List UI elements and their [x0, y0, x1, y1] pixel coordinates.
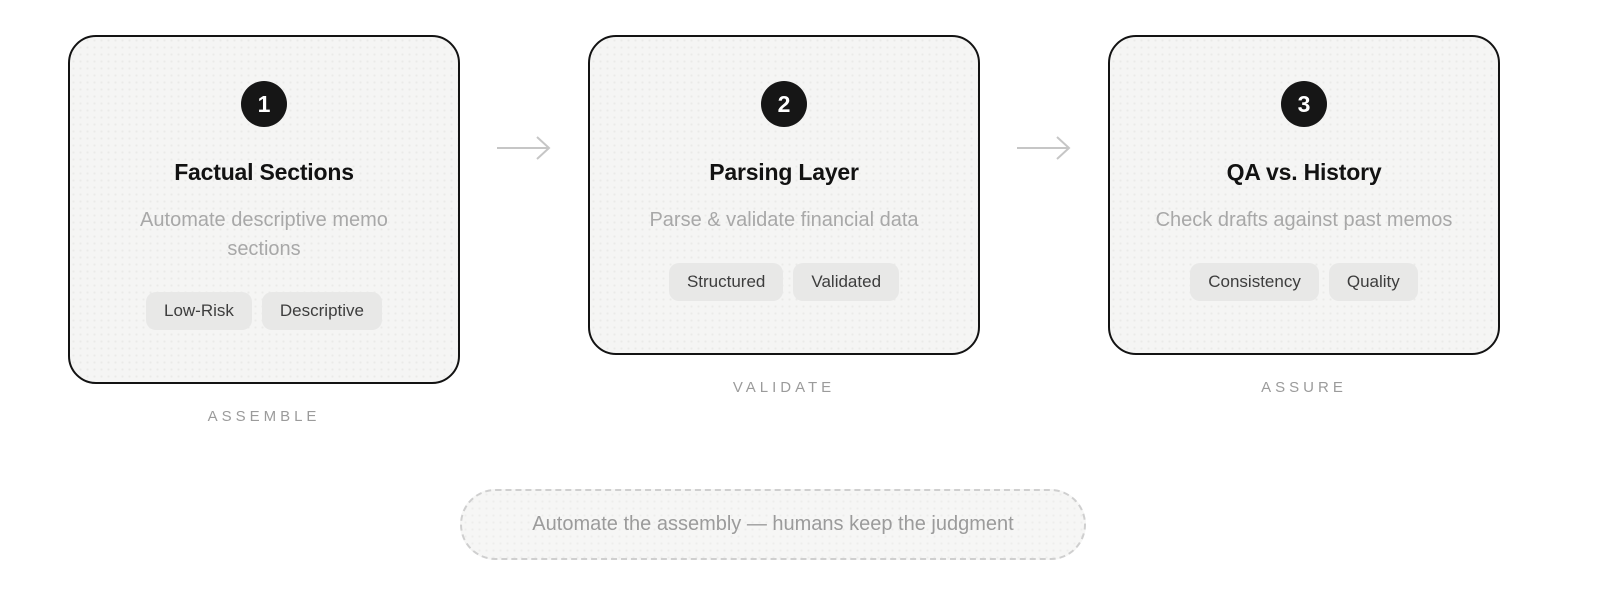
step-number-badge: 3: [1281, 81, 1327, 127]
step-description: Parse & validate financial data: [649, 209, 919, 231]
step-description: Check drafts against past memos: [1155, 209, 1453, 231]
arrow-right-icon: [1017, 136, 1071, 160]
step-stage-label: VALIDATE: [732, 379, 836, 396]
step-title: Parsing Layer: [709, 159, 859, 185]
step-tag: Validated: [793, 263, 900, 301]
step-tag: Quality: [1328, 263, 1418, 301]
step-stage-label: ASSURE: [1261, 379, 1347, 396]
step-tags: Structured Validated: [668, 263, 900, 301]
step-number-badge: 2: [761, 81, 807, 127]
arrow-cell: [460, 135, 588, 161]
step-stage-label: ASSEMBLE: [207, 408, 321, 425]
step-number: 2: [777, 90, 791, 117]
step-column-3: 3 QA vs. History Check drafts against pa…: [1108, 35, 1500, 396]
steps-row: 1 Factual Sections Automate descriptive …: [68, 35, 1500, 425]
step-tags: Consistency Quality: [1190, 263, 1418, 301]
summary-pill: Automate the assembly — humans keep the …: [460, 489, 1086, 560]
step-card-1: 1 Factual Sections Automate descriptive …: [68, 35, 460, 384]
step-number: 3: [1297, 90, 1311, 117]
footer-row: Automate the assembly — humans keep the …: [0, 489, 1600, 560]
step-tag: Consistency: [1190, 263, 1319, 301]
step-column-2: 2 Parsing Layer Parse & validate financi…: [588, 35, 980, 396]
step-tag: Low-Risk: [146, 292, 252, 330]
arrow-right-icon: [497, 136, 551, 160]
arrow-cell: [980, 135, 1108, 161]
step-title: QA vs. History: [1226, 159, 1382, 185]
step-number-badge: 1: [241, 81, 287, 127]
step-title: Factual Sections: [174, 159, 354, 185]
step-card-3: 3 QA vs. History Check drafts against pa…: [1108, 35, 1500, 355]
step-tag: Descriptive: [261, 292, 382, 330]
step-card-2: 2 Parsing Layer Parse & validate financi…: [588, 35, 980, 355]
step-column-1: 1 Factual Sections Automate descriptive …: [68, 35, 460, 425]
step-number: 1: [257, 90, 271, 117]
step-description: Automate descriptive memo sections: [140, 209, 388, 260]
step-tag: Structured: [668, 263, 784, 301]
step-tags: Low-Risk Descriptive: [146, 292, 382, 330]
